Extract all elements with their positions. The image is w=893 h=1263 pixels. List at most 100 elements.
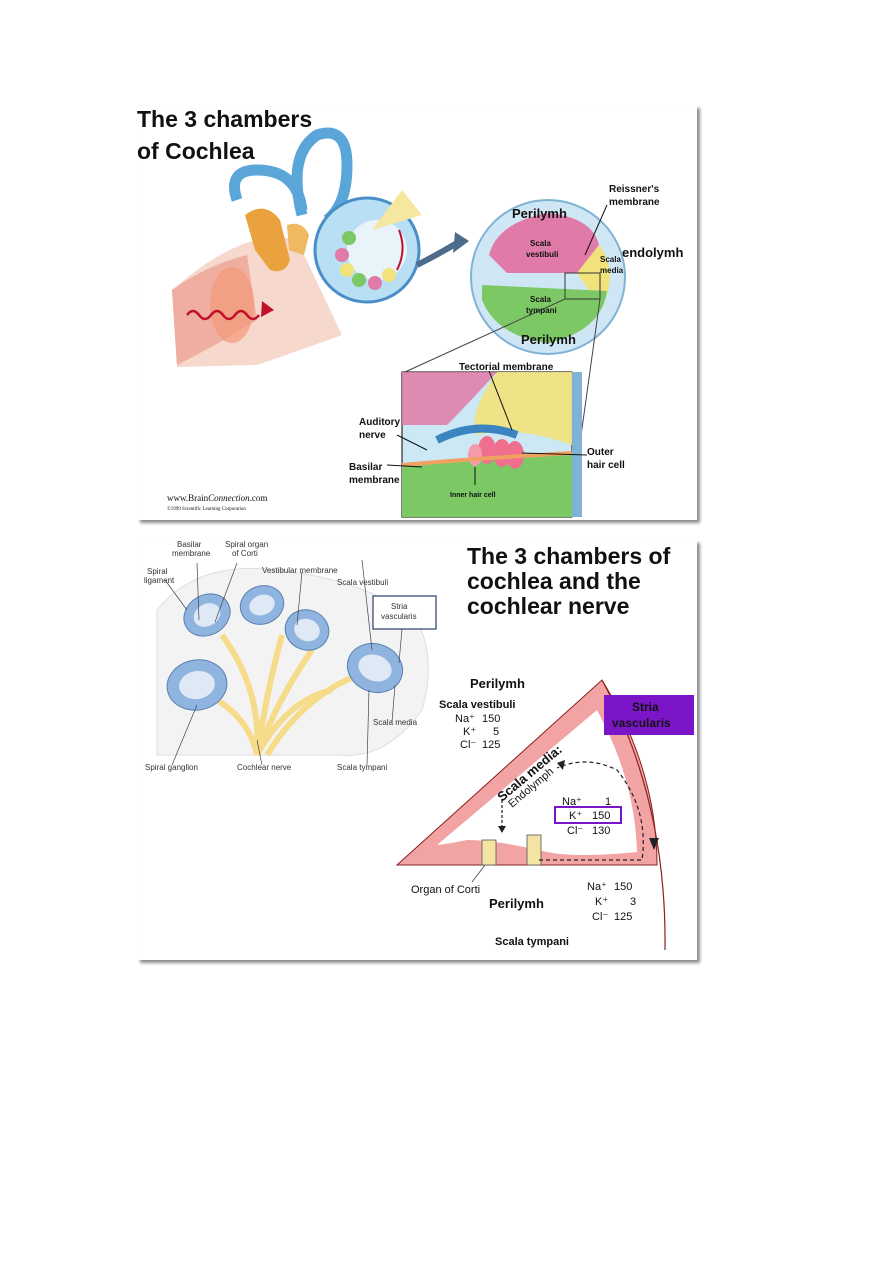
slide1-title-line2: of Cochlea bbox=[137, 138, 255, 164]
cl-top: 125 bbox=[482, 739, 500, 751]
label-outer-1: Outer bbox=[587, 447, 614, 458]
label-inner-hair: Inner hair cell bbox=[450, 492, 496, 499]
lbl-spiral-organ-2: of Corti bbox=[232, 549, 258, 558]
ion-table-mid: Na⁺ 1 K⁺ 150 Cl⁻ 130 bbox=[554, 796, 622, 837]
lbl-spiral-ganglion: Spiral ganglion bbox=[145, 763, 198, 772]
leader-basilar bbox=[386, 464, 423, 468]
label-scala-tympani-1: Scala bbox=[530, 295, 551, 304]
lbl-spiral-ligament-1: Spiral bbox=[147, 567, 168, 576]
detail-vestibuli bbox=[402, 372, 497, 425]
organ-corti-label: Organ of Corti bbox=[411, 884, 480, 896]
k-bot: 3 bbox=[630, 896, 636, 908]
zoom-side bbox=[572, 372, 582, 517]
lbl-spiral-organ-1: Spiral organ bbox=[225, 540, 268, 549]
label-scala-media-2: media bbox=[600, 266, 624, 275]
k-top: 5 bbox=[493, 726, 499, 738]
k-label-bot: K⁺ bbox=[595, 896, 608, 908]
lbl-scala-vestibuli: Scala vestibuli bbox=[337, 578, 388, 587]
lbl-basilar-2: membrane bbox=[172, 549, 211, 558]
scala-vestibuli-area bbox=[489, 213, 599, 273]
k-label-top: K⁺ bbox=[463, 726, 476, 738]
slide2-title-line3: cochlear nerve bbox=[467, 593, 629, 619]
left-leaders bbox=[164, 559, 403, 766]
lbl-stria-1: Stria bbox=[391, 602, 408, 611]
copyright: ©1999 Scientific Learning Corporation bbox=[167, 506, 246, 512]
ear-canal-skin bbox=[172, 237, 342, 367]
organ-corti-cell-1 bbox=[481, 839, 497, 866]
tectorial-membrane bbox=[435, 424, 519, 444]
lbl-vestibular: Vestibular membrane bbox=[262, 566, 338, 575]
label-scala-tympani-2: tympani bbox=[526, 306, 557, 315]
lbl-cochlear-nerve: Cochlear nerve bbox=[237, 763, 292, 772]
eardrum bbox=[210, 267, 254, 343]
na-label-mid: Na⁺ bbox=[562, 796, 582, 808]
perilymph-top: Perilymh bbox=[470, 676, 525, 691]
label-scala-media-1: Scala bbox=[600, 255, 621, 264]
label-endolymph: endolymh bbox=[622, 245, 683, 260]
red-arrow bbox=[396, 229, 404, 271]
scala-tympani-right: Scala tympani bbox=[495, 936, 569, 948]
label-basilar-2: membrane bbox=[349, 475, 400, 486]
duct-highlight-box bbox=[564, 272, 601, 300]
cochlea-diagram: The 3 chambers of Cochlea Perilymh Reiss… bbox=[137, 106, 683, 518]
na-bot: 150 bbox=[614, 881, 632, 893]
credit-line: www.BrainConnection.com bbox=[167, 493, 267, 503]
label-tectorial: Tectorial membrane bbox=[459, 362, 554, 373]
scala-media-lumen bbox=[437, 710, 637, 855]
slide2-title-line2: cochlea and the bbox=[467, 568, 641, 594]
label-perilymph-top: Perilymh bbox=[512, 206, 567, 221]
na-label-top: Na⁺ bbox=[455, 713, 475, 725]
sound-wave bbox=[186, 309, 260, 321]
label-outer-2: hair cell bbox=[587, 460, 625, 471]
label-auditory-1: Auditory bbox=[359, 417, 401, 428]
stria-label-1: Stria bbox=[632, 700, 659, 714]
credit-suffix: .com bbox=[250, 493, 268, 503]
semicircular-canal-2 bbox=[229, 164, 308, 211]
slide-cochlea-nerve: Basilar membrane Spiral organ of Corti S… bbox=[137, 540, 697, 960]
ion-table-top: Na⁺ 150 K⁺ 5 Cl⁻ 125 bbox=[455, 713, 500, 751]
perilymph-bottom: Perilymh bbox=[489, 896, 544, 911]
ossicle-stapes bbox=[287, 223, 309, 255]
cochlea-segments bbox=[335, 231, 396, 290]
chamber-turns bbox=[166, 585, 404, 711]
stria-box-right bbox=[604, 695, 694, 735]
basilar-line bbox=[401, 451, 573, 467]
lbl-spiral-ligament-2: ligament bbox=[144, 576, 175, 585]
label-auditory-2: nerve bbox=[359, 430, 386, 441]
k-mid: 150 bbox=[592, 810, 610, 822]
label-reissners-2: membrane bbox=[609, 197, 660, 208]
ion-arrow-head-2 bbox=[557, 760, 565, 770]
cochlea-inner bbox=[347, 220, 407, 280]
cl-bot: 125 bbox=[614, 911, 632, 923]
cl-label-top: Cl⁻ bbox=[460, 739, 476, 751]
slide2-title-line1: The 3 chambers of bbox=[467, 543, 671, 569]
label-scala-vestibuli-2: vestibuli bbox=[526, 250, 558, 259]
leader-organ-corti bbox=[471, 864, 486, 883]
cl-mid: 130 bbox=[592, 825, 610, 837]
leader-auditory bbox=[396, 434, 428, 451]
cl-label-bot: Cl⁻ bbox=[592, 911, 608, 923]
leader-outer bbox=[521, 452, 588, 456]
ossicles bbox=[245, 208, 290, 272]
lbl-scala-tympani: Scala tympani bbox=[337, 763, 387, 772]
zoom-arrow bbox=[415, 240, 459, 268]
lbl-scala-media: Scala media bbox=[373, 718, 418, 727]
label-reissners-1: Reissner's bbox=[609, 184, 660, 195]
stria-label-2: vascularis bbox=[612, 716, 671, 730]
zoom-arrow-head bbox=[453, 232, 469, 253]
credit-prefix: www.Brain bbox=[167, 493, 209, 503]
slide1-title-line1: The 3 chambers bbox=[137, 106, 312, 132]
ion-arrow-head-1 bbox=[649, 838, 659, 850]
stria-box-left bbox=[372, 595, 437, 630]
slide-cochlea-chambers: The 3 chambers of Cochlea Perilymh Reiss… bbox=[137, 105, 697, 520]
sound-arrow bbox=[261, 301, 274, 317]
k-label-mid: K⁺ bbox=[569, 810, 582, 822]
scala-media-area bbox=[577, 245, 610, 295]
ion-table-bottom: Na⁺ 150 K⁺ 3 Cl⁻ 125 bbox=[587, 881, 636, 923]
label-basilar-1: Basilar bbox=[349, 462, 382, 473]
lbl-stria-2: vascularis bbox=[381, 612, 417, 621]
cl-label-mid: Cl⁻ bbox=[567, 825, 583, 837]
lbl-basilar-1: Basilar bbox=[177, 540, 202, 549]
credit-brand: Connection bbox=[208, 493, 250, 503]
leader-tectorial bbox=[488, 370, 513, 431]
